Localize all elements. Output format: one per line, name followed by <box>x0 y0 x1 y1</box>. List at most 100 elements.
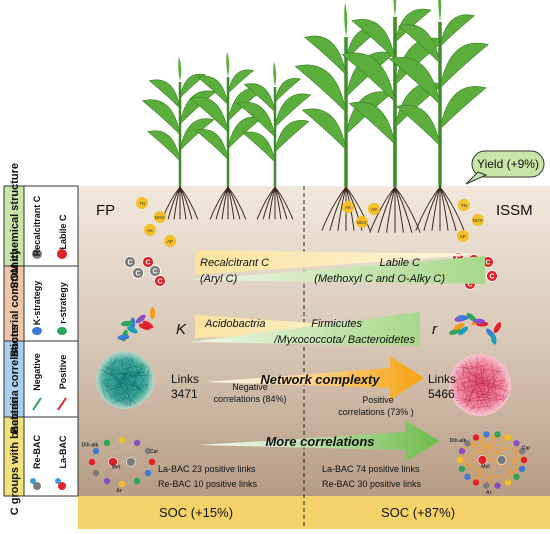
labile-label: Labile C <box>380 257 420 269</box>
carbon-dot-letter: C <box>145 260 150 267</box>
sidebar-title-cgroups: C groups with bacteria <box>9 396 21 515</box>
legend-recalcitrant: Recalcitrant C <box>32 195 42 256</box>
plant-top-leaf <box>178 57 181 83</box>
nutrient-label: AK <box>345 205 351 210</box>
plant-top-leaf <box>273 62 276 88</box>
network-arrow-label: Network complexty <box>260 372 380 387</box>
k-strategy-label: K <box>176 321 187 338</box>
la-bac-icon-bacterium <box>55 478 61 484</box>
carbon-dot-letter: C <box>485 260 490 267</box>
cgroup-node-icon <box>494 482 500 488</box>
left-links-value: 3471 <box>171 387 198 401</box>
carbon-dot-letter: C <box>152 269 157 276</box>
nutrient-label: NO3- <box>357 220 368 225</box>
cgroup-node-icon <box>145 470 151 476</box>
right-corr-line1: Positive <box>362 395 394 405</box>
nutrient-label: NO3- <box>155 215 166 220</box>
legend-re-bac: Re-BAC <box>32 435 42 470</box>
cgroup-node-label: Met <box>481 464 490 470</box>
yield-label: Yield (+9%) <box>477 157 539 171</box>
right-la-bac-links: La-BAC 74 positive links <box>322 464 420 474</box>
cgroup-node-icon <box>464 474 470 480</box>
re-bac-icon-bacterium <box>30 478 36 484</box>
cgroup-node-icon <box>519 466 525 472</box>
legend-labile: Labile C <box>58 214 68 250</box>
treatment-right-label: ISSM <box>496 202 533 219</box>
carbon-dot-letter: C <box>127 260 132 267</box>
cgroup-node-icon <box>483 482 489 488</box>
nutrient-label: TN <box>139 201 145 206</box>
cgroup-node-icon <box>494 431 500 437</box>
cgroup-node-icon <box>513 440 519 446</box>
left-la-bac-links: La-BAC 23 positive links <box>158 464 256 474</box>
plant-leaf <box>440 15 475 47</box>
cgroup-node-label: Ar <box>486 490 492 496</box>
cgroup-node-label: Car <box>150 449 158 455</box>
plant-leaf <box>243 132 275 162</box>
cgroup-node-icon <box>104 478 110 484</box>
plant-top-leaf <box>438 0 441 22</box>
cgroup-node-icon <box>93 470 99 476</box>
cgroup-node-icon <box>459 448 465 454</box>
yield-badge: Yield (+9%) <box>466 151 544 184</box>
legend-k-strategy: K-strategy <box>32 281 42 326</box>
carbon-dot-letter: C <box>489 274 494 281</box>
right-re-bac-links: Re-BAC 30 positive links <box>322 479 422 489</box>
legend-negative: Negative <box>32 353 42 391</box>
nutrient-label: NO3- <box>473 218 484 223</box>
soc-footer <box>78 496 550 529</box>
cgroup-node-icon <box>505 434 511 440</box>
firmicutes-label: Firmicutes <box>311 318 362 330</box>
correlations-arrow-label: More correlations <box>265 434 374 449</box>
cgroup-node-icon <box>104 440 110 446</box>
legend-positive: Positive <box>58 355 68 390</box>
soc-left-label: SOC (+15%) <box>159 505 233 520</box>
cgroup-node-icon <box>513 474 519 480</box>
plant-leaf <box>275 120 309 152</box>
cgroup-node-label: Dih-alk <box>82 443 99 449</box>
carbon-dot-letter: C <box>135 271 140 278</box>
recalcitrant-sub: (Aryl C) <box>200 273 238 285</box>
nutrient-label: AK <box>147 228 153 233</box>
cgroup-hub-icon <box>497 456 506 465</box>
cgroup-node-icon <box>119 437 125 443</box>
cgroup-node-icon <box>134 440 140 446</box>
cgroup-node-label: Car <box>522 446 530 452</box>
cgroup-node-icon <box>134 478 140 484</box>
right-links-label: Links <box>428 372 456 386</box>
plant-leaf <box>148 131 180 161</box>
plant-leaf <box>295 65 346 112</box>
phyla-sub-label: /Myxococcota/ Bacteroidetes <box>273 334 415 346</box>
plant-top-leaf <box>344 3 347 38</box>
nutrient-label: AP <box>460 234 466 239</box>
r-strategy-icon <box>57 327 67 335</box>
cgroup-node-label: Met <box>112 465 121 471</box>
right-corr-line2: correlations (73% ) <box>338 407 414 417</box>
cgroup-node-icon <box>457 457 463 463</box>
soc-right-label: SOC (+87%) <box>381 505 455 520</box>
treatment-left-label: FP <box>96 202 115 219</box>
plant-leaf <box>440 43 488 88</box>
plant-leaf <box>143 100 180 135</box>
plant-leaf <box>396 105 440 146</box>
nutrient-label: AP <box>167 239 173 244</box>
nutrient-label: TN <box>461 203 467 208</box>
plant-top-leaf <box>226 52 229 78</box>
cgroup-hub-icon <box>127 458 136 467</box>
cgroup-node-icon <box>119 481 125 487</box>
plant-top-leaf <box>393 0 396 17</box>
right-links-value: 5466 <box>428 387 455 401</box>
cgroup-node-icon <box>483 431 489 437</box>
left-re-bac-links: Re-BAC 10 positive links <box>158 479 258 489</box>
cgroup-node-icon <box>93 448 99 454</box>
plant-leaf <box>302 109 346 150</box>
labile-sub: (Methoxyl C and O-Alky C) <box>314 273 445 285</box>
cgroup-node-label: Ar <box>116 488 122 494</box>
cgroup-node-icon <box>521 457 527 463</box>
plant-leaf <box>196 129 228 159</box>
sidebar: SOM chemical structure Bacterial communi… <box>4 163 78 515</box>
plant-leaf <box>440 86 486 129</box>
cgroup-node-icon <box>473 479 479 485</box>
